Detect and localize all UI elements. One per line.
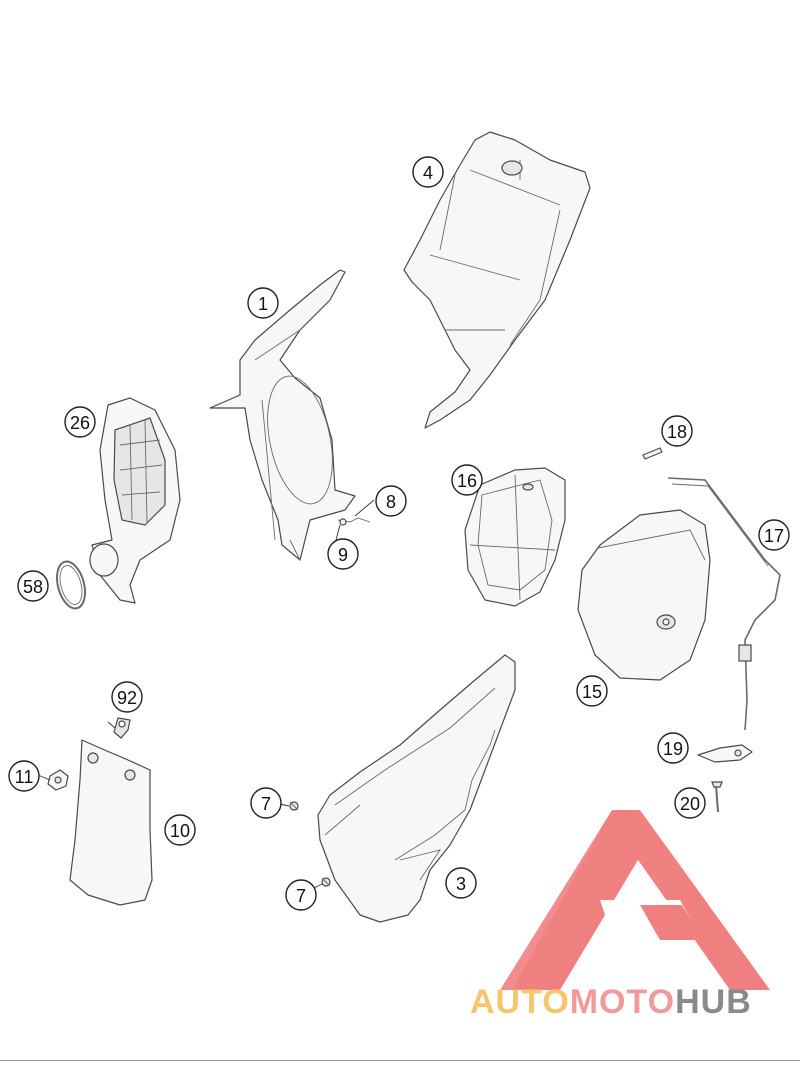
part-92-screw <box>113 717 131 739</box>
bottom-divider <box>0 1060 800 1061</box>
wordmark-moto: MOTO <box>569 983 676 1021</box>
part-58-clamp <box>55 560 87 610</box>
callout-58: 58 <box>17 570 49 602</box>
callout-15: 15 <box>576 675 608 707</box>
svg-text:1: 1 <box>258 294 268 314</box>
svg-text:15: 15 <box>582 682 602 702</box>
part-26-filter-cage <box>89 397 181 604</box>
callout-19: 19 <box>657 732 689 764</box>
svg-text:3: 3 <box>456 874 466 894</box>
part-15-air-filter <box>577 509 711 681</box>
automotohub-wordmark: AUTOMOTOHUB <box>470 983 790 1022</box>
svg-text:7: 7 <box>261 794 271 814</box>
svg-text:20: 20 <box>680 794 700 814</box>
parts-8-9-fasteners <box>337 517 371 526</box>
callout-26: 26 <box>64 406 96 438</box>
part-11-nut <box>47 769 69 791</box>
svg-text:19: 19 <box>663 739 683 759</box>
svg-text:18: 18 <box>667 422 687 442</box>
callout-17: 17 <box>758 519 790 551</box>
part-1-airbox-left <box>209 269 356 561</box>
svg-text:10: 10 <box>170 821 190 841</box>
part-7-screw-lower <box>321 877 331 887</box>
part-7-screw-upper <box>289 801 299 811</box>
callout-10: 10 <box>164 814 196 846</box>
svg-text:58: 58 <box>23 577 43 597</box>
callout-4: 4 <box>412 156 444 188</box>
part-19-bracket <box>697 744 753 763</box>
svg-text:16: 16 <box>457 471 477 491</box>
svg-text:7: 7 <box>296 886 306 906</box>
wordmark-hub: HUB <box>675 983 752 1021</box>
callout-9: 9 <box>327 538 359 570</box>
wordmark-auto: AUTO <box>470 983 570 1021</box>
callout-7-lower: 7 <box>285 879 317 911</box>
svg-text:17: 17 <box>764 526 784 546</box>
svg-text:92: 92 <box>117 688 137 708</box>
svg-text:26: 26 <box>70 413 90 433</box>
callout-92: 92 <box>111 681 143 713</box>
svg-text:11: 11 <box>15 767 34 787</box>
callout-11: 11 <box>8 760 40 792</box>
callout-7-upper: 7 <box>250 787 282 819</box>
part-18-pin <box>642 447 663 460</box>
callout-3: 3 <box>445 867 477 899</box>
svg-text:8: 8 <box>386 492 396 512</box>
callout-8: 8 <box>375 485 407 517</box>
svg-text:4: 4 <box>423 163 433 183</box>
callout-1: 1 <box>247 287 279 319</box>
callout-20: 20 <box>674 787 706 819</box>
part-20-screw <box>711 781 723 813</box>
svg-text:9: 9 <box>338 545 348 565</box>
callout-16: 16 <box>451 464 483 496</box>
part-4-tank-shroud <box>403 131 591 429</box>
automotohub-logo-icon <box>500 810 770 990</box>
callout-18: 18 <box>661 415 693 447</box>
part-10-mud-flap <box>69 739 153 906</box>
part-16-filter-frame <box>464 467 566 607</box>
part-3-side-panel <box>317 654 516 923</box>
part-17-filter-holder <box>667 477 781 731</box>
